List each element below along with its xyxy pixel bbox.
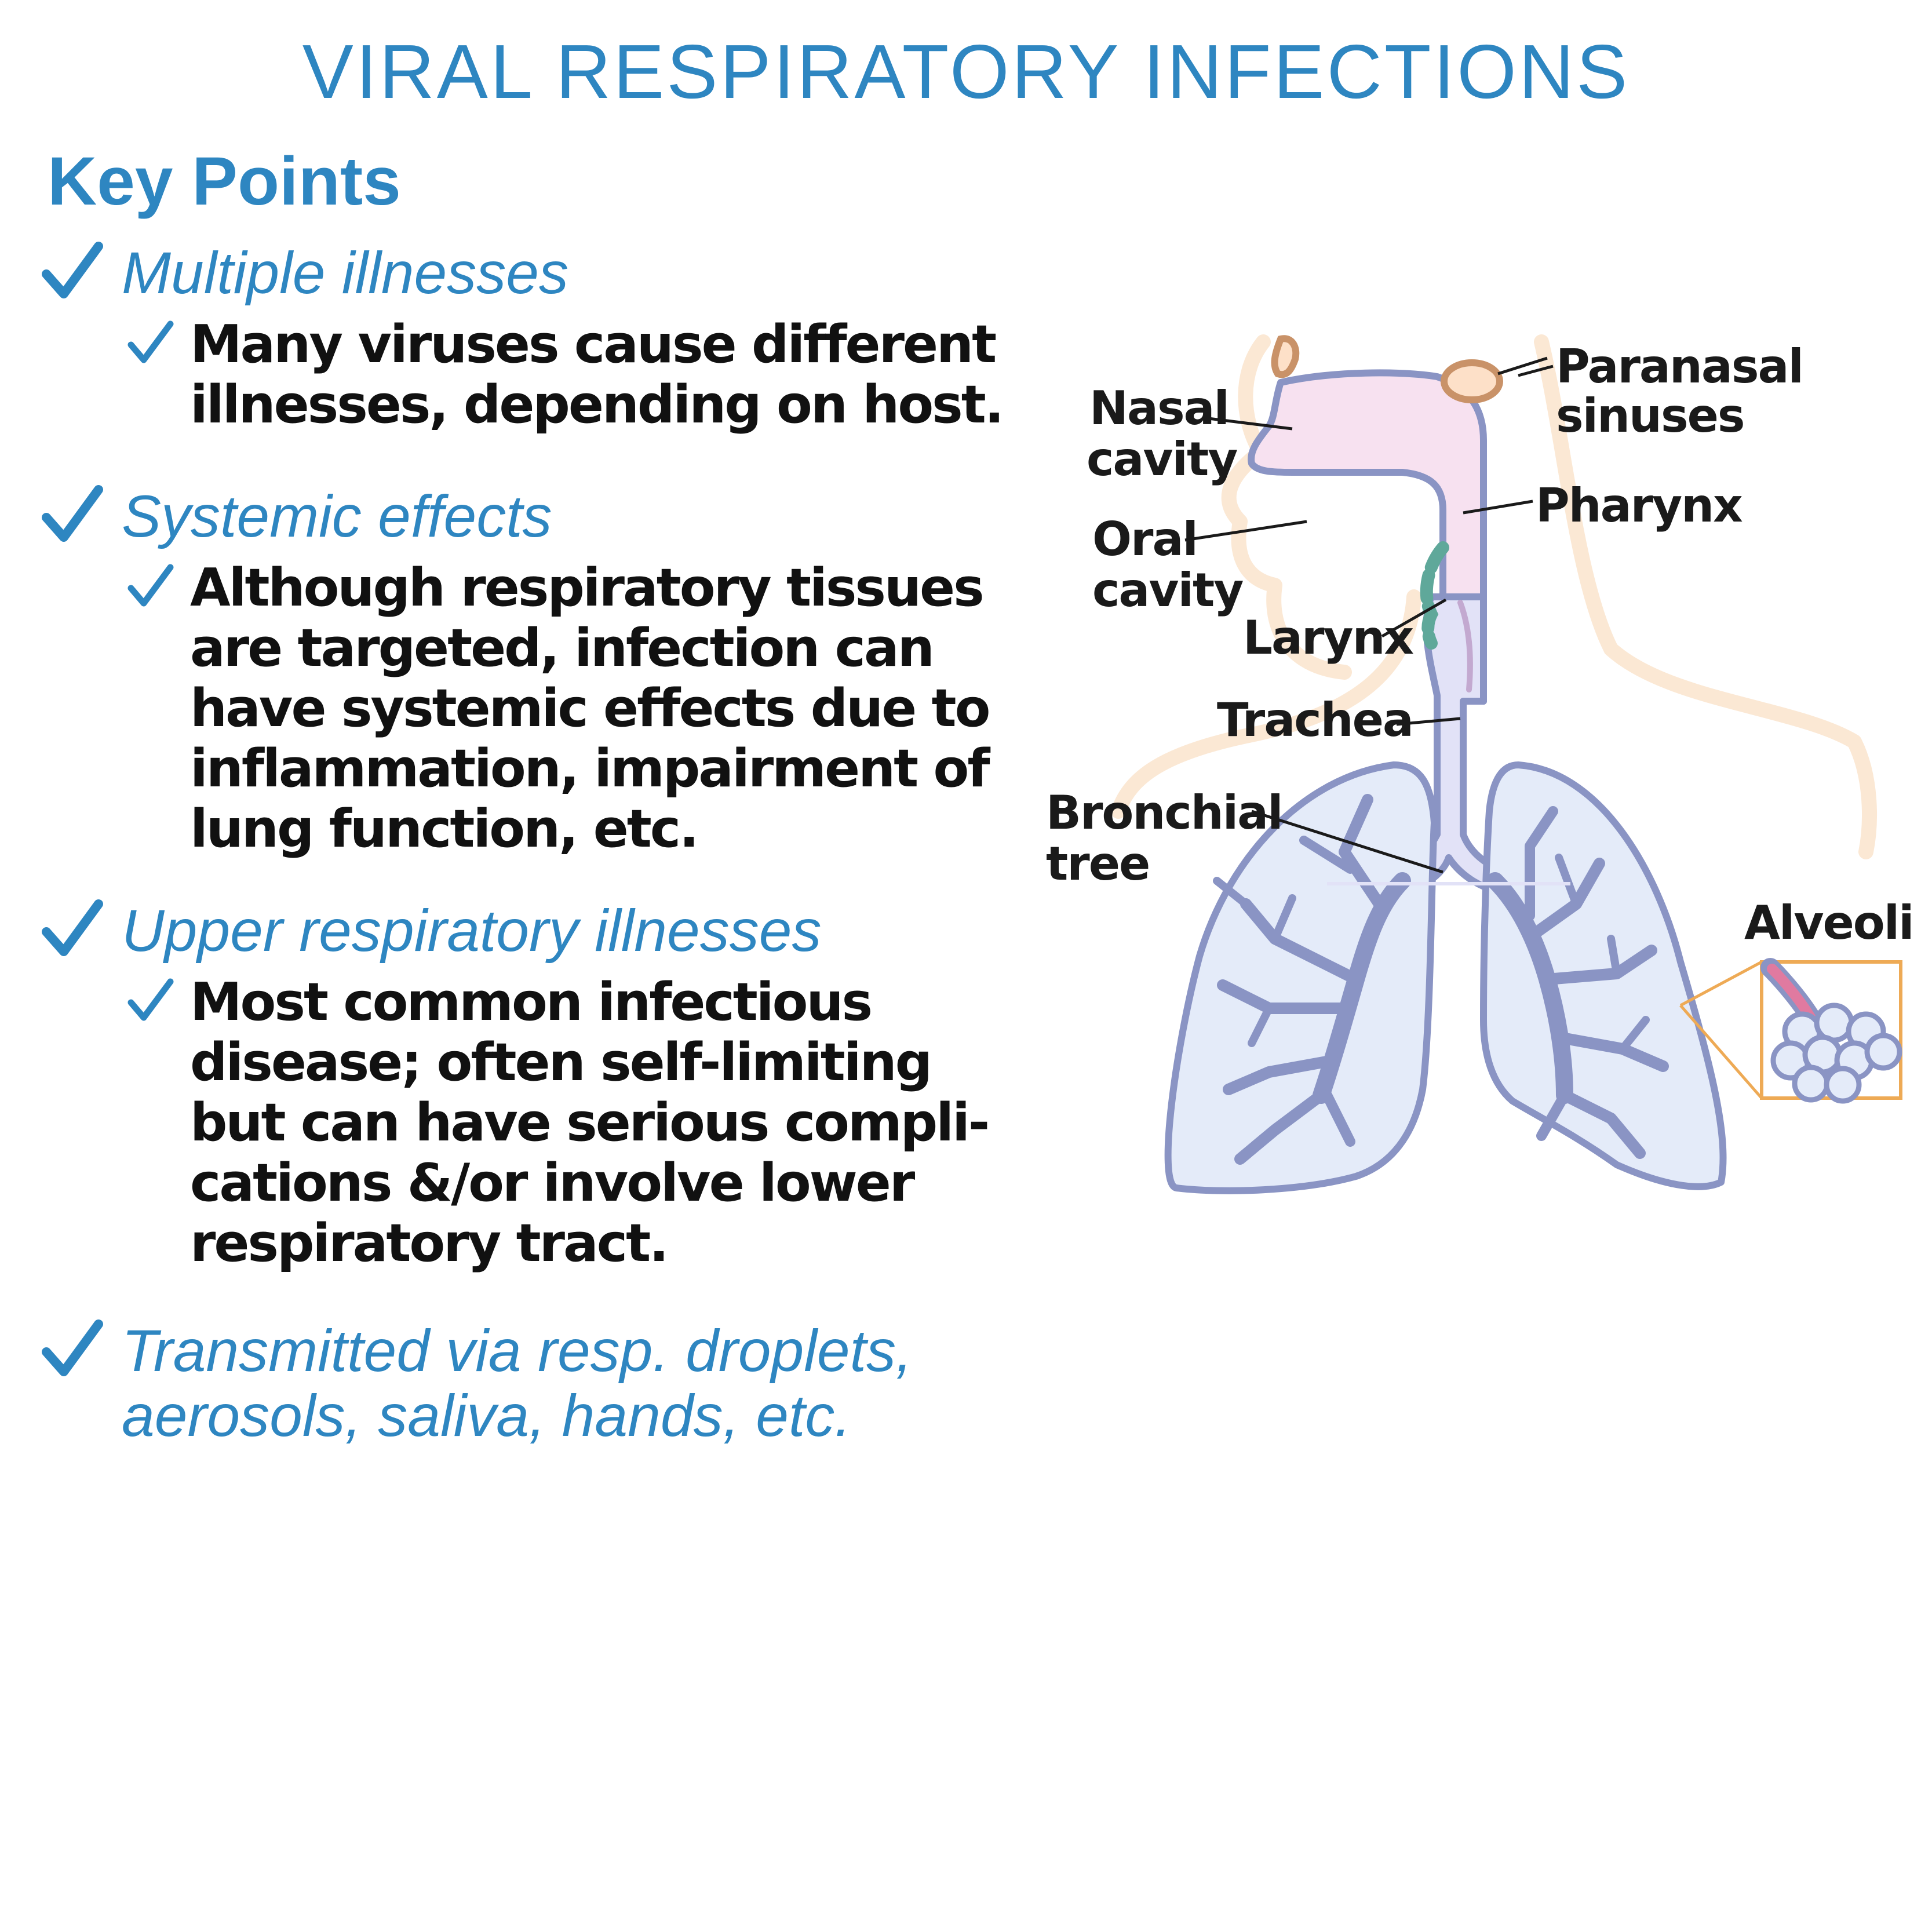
key-point-detail: Although respiratory tissues are targete… bbox=[190, 557, 990, 859]
label-oral-cavity: Oral bbox=[1092, 512, 1197, 566]
key-point-detail: Most common infectious disease; often se… bbox=[190, 972, 990, 1274]
label-larynx: Larynx bbox=[1243, 611, 1414, 665]
label-pharynx: Pharynx bbox=[1536, 479, 1743, 533]
head-outline bbox=[1111, 334, 1877, 859]
label-bronchial-tree: Bronchial bbox=[1046, 786, 1282, 840]
label-paranasal-sinuses-2: sinuses bbox=[1556, 389, 1744, 443]
page-title: VIRAL RESPIRATORY INFECTIONS bbox=[302, 29, 1630, 114]
label-trachea: Trachea bbox=[1217, 693, 1413, 747]
label-nasal-cavity-2: cavity bbox=[1087, 432, 1237, 486]
check-icon bbox=[127, 977, 174, 1023]
key-point-2: Systemic effects Although respiratory ti… bbox=[41, 484, 1026, 859]
key-point-heading: Transmitted via resp. droplets, aerosols… bbox=[122, 1318, 913, 1449]
section-heading: Key Points bbox=[48, 143, 401, 220]
key-point-3: Upper respiratory illnesses Most common … bbox=[41, 898, 1026, 1274]
label-nasal-cavity: Nasal bbox=[1089, 381, 1229, 435]
check-icon bbox=[41, 898, 104, 962]
key-point-1: Multiple illnesses Many viruses cause di… bbox=[41, 240, 1026, 435]
key-point-heading: Systemic effects bbox=[122, 483, 552, 549]
key-point-detail: Many viruses cause different illnesses, … bbox=[190, 314, 1004, 435]
check-icon bbox=[127, 319, 174, 366]
respiratory-diagram: Nasal cavity Oral cavity Larynx Trachea … bbox=[1046, 334, 1912, 1194]
alveoli-inset bbox=[1679, 958, 1902, 1104]
check-icon bbox=[127, 563, 174, 609]
check-icon bbox=[41, 1318, 104, 1382]
check-icon bbox=[41, 240, 104, 304]
check-icon bbox=[41, 484, 104, 548]
label-bronchial-tree-2: tree bbox=[1046, 837, 1149, 891]
key-point-4: Transmitted via resp. droplets, aerosols… bbox=[41, 1318, 1026, 1448]
label-paranasal-sinuses: Paranasal bbox=[1556, 340, 1803, 393]
key-point-heading: Multiple illnesses bbox=[122, 240, 568, 306]
label-alveoli: Alveoli bbox=[1744, 896, 1912, 950]
leader-lines bbox=[1184, 356, 1554, 874]
nasal-cavity bbox=[1248, 369, 1487, 705]
key-point-heading: Upper respiratory illnesses bbox=[122, 898, 822, 964]
paranasal-sinus bbox=[1441, 359, 1503, 403]
frontal-sinus bbox=[1271, 335, 1300, 378]
label-oral-cavity-2: cavity bbox=[1092, 563, 1243, 617]
bronchial-tree bbox=[1213, 794, 1669, 1165]
